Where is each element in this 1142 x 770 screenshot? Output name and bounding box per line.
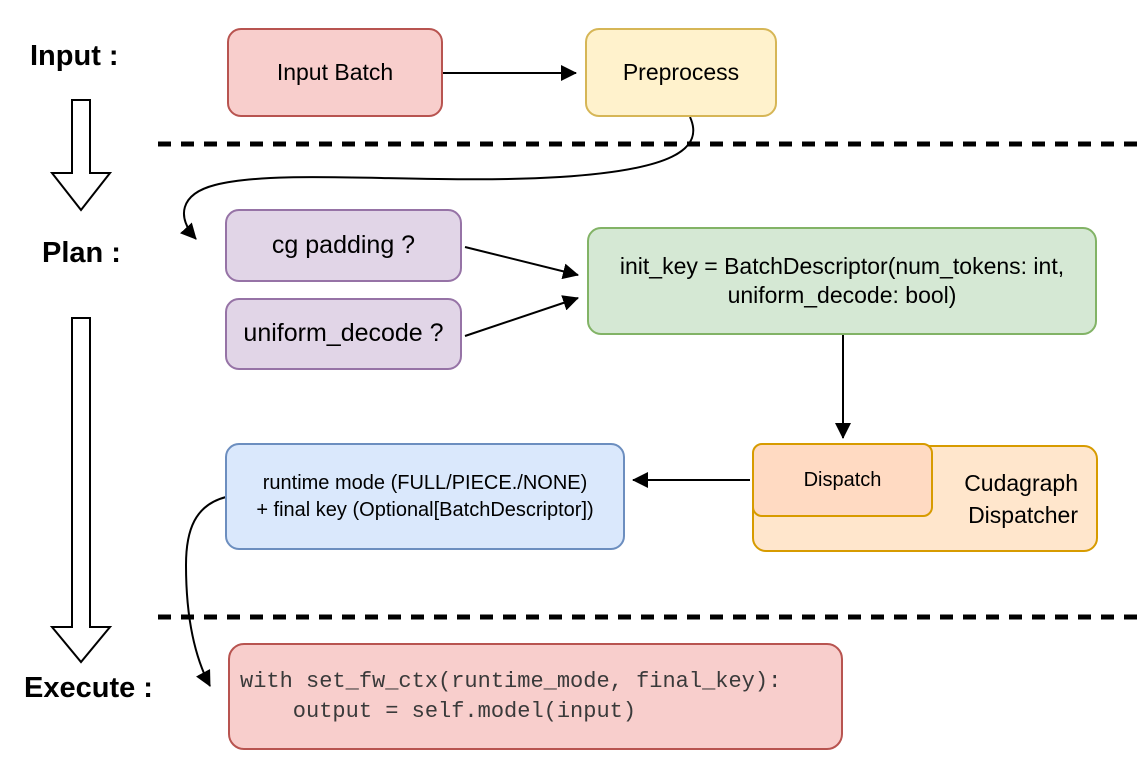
node-cg-padding-label: cg padding ? [271, 230, 416, 259]
phase-label-plan: Plan : [42, 237, 121, 269]
node-runtime-line1: runtime mode (FULL/PIECE./NONE) [262, 471, 588, 494]
node-preprocess-label: Preprocess [622, 59, 740, 86]
node-init-key-line2: uniform_decode: bool) [727, 282, 957, 308]
node-execute-code-line1: with set_fw_ctx(runtime_mode, final_key)… [240, 668, 782, 694]
plan-to-execute-arrow-icon [49, 317, 113, 664]
node-runtime-result: runtime mode (FULL/PIECE./NONE) + final … [225, 443, 625, 550]
phase-label-execute: Execute : [24, 672, 153, 704]
node-cg-padding: cg padding ? [225, 209, 462, 282]
node-cudagraph-line1: Cudagraph [964, 469, 1078, 496]
node-cudagraph-line2: Dispatcher [968, 501, 1078, 528]
node-dispatch: Dispatch [752, 443, 933, 517]
node-runtime-line2: + final key (Optional[BatchDescriptor]) [256, 498, 594, 521]
node-input-batch: Input Batch [227, 28, 443, 117]
connector-cgpadding-initkey [464, 246, 579, 280]
node-input-batch-label: Input Batch [276, 59, 394, 86]
input-to-plan-arrow-icon [49, 99, 113, 212]
connector-uniformdecode-initkey [464, 295, 579, 337]
node-init-key: init_key = BatchDescriptor(num_tokens: i… [587, 227, 1097, 335]
node-uniform-decode: uniform_decode ? [225, 298, 462, 370]
node-uniform-decode-label: uniform_decode ? [243, 319, 444, 348]
node-execute-code: with set_fw_ctx(runtime_mode, final_key)… [228, 643, 843, 750]
node-preprocess: Preprocess [585, 28, 777, 117]
connector-runtime-executecode [184, 496, 227, 687]
node-execute-code-line2: output = self.model(input) [240, 698, 637, 724]
node-dispatch-label: Dispatch [803, 468, 882, 491]
node-init-key-line1: init_key = BatchDescriptor(num_tokens: i… [619, 253, 1065, 279]
phase-label-input: Input : [30, 40, 119, 72]
